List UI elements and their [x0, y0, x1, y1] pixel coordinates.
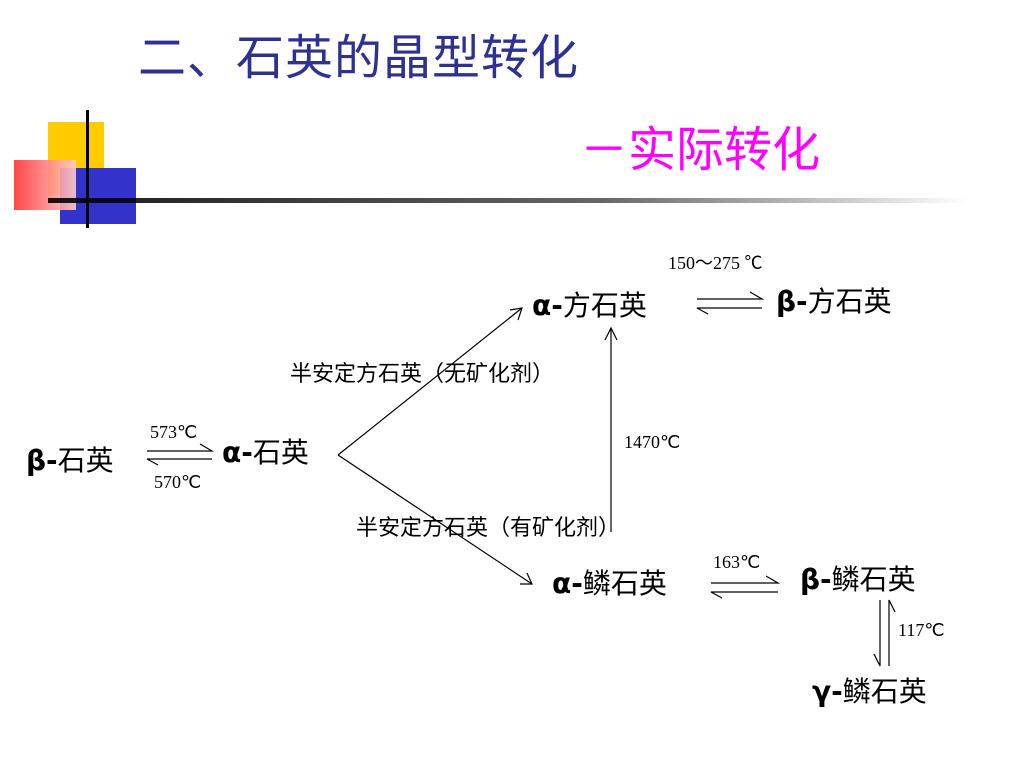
condition-quartz-down: 570℃: [154, 472, 202, 492]
node-alpha-quartz: α-石英: [222, 436, 309, 469]
node-alpha-cristobalite: α-方石英: [532, 289, 647, 322]
node-beta-cristobalite: β-方石英: [776, 285, 892, 318]
slide-subtitle: －实际转化: [580, 122, 821, 178]
cristobalite-reverse-arrow: [696, 307, 762, 315]
header-rule: [48, 198, 968, 203]
cristobalite-forward-arrow: [697, 291, 765, 300]
condition-tridymite-to-cristobalite: 1470℃: [624, 432, 681, 452]
branch-to-cristobalite: [337, 307, 523, 456]
node-beta-quartz: β-石英: [26, 444, 114, 477]
branch-to-tridymite: [337, 454, 533, 585]
node-gamma-tridymite: γ-鳞石英: [812, 675, 927, 708]
path-label-to-cristobalite: 半安定方石英（无矿化剂）: [290, 362, 555, 387]
tridymite-bg-down-arrow: [873, 600, 881, 667]
quartz-reverse-arrow: [146, 458, 212, 466]
slide-title: 二、石英的晶型转化: [138, 30, 580, 86]
condition-quartz-up: 573℃: [150, 422, 198, 442]
quartz-forward-arrow: [147, 443, 215, 452]
tridymite-ab-forward-arrow: [711, 575, 781, 584]
tridymite-ab-reverse-arrow: [710, 591, 778, 599]
path-label-to-tridymite: 半安定方石英（有矿化剂）: [356, 516, 621, 541]
node-beta-tridymite: β-鳞石英: [800, 563, 916, 596]
tridymite-bg-up-arrow: [888, 599, 896, 666]
condition-tridymite-bg: 117℃: [898, 620, 945, 640]
condition-tridymite-ab: 163℃: [713, 552, 761, 572]
node-alpha-tridymite: α-鳞石英: [552, 567, 667, 600]
condition-cristobalite: 150～275 ℃: [668, 253, 763, 273]
header-decoration: [14, 110, 968, 228]
